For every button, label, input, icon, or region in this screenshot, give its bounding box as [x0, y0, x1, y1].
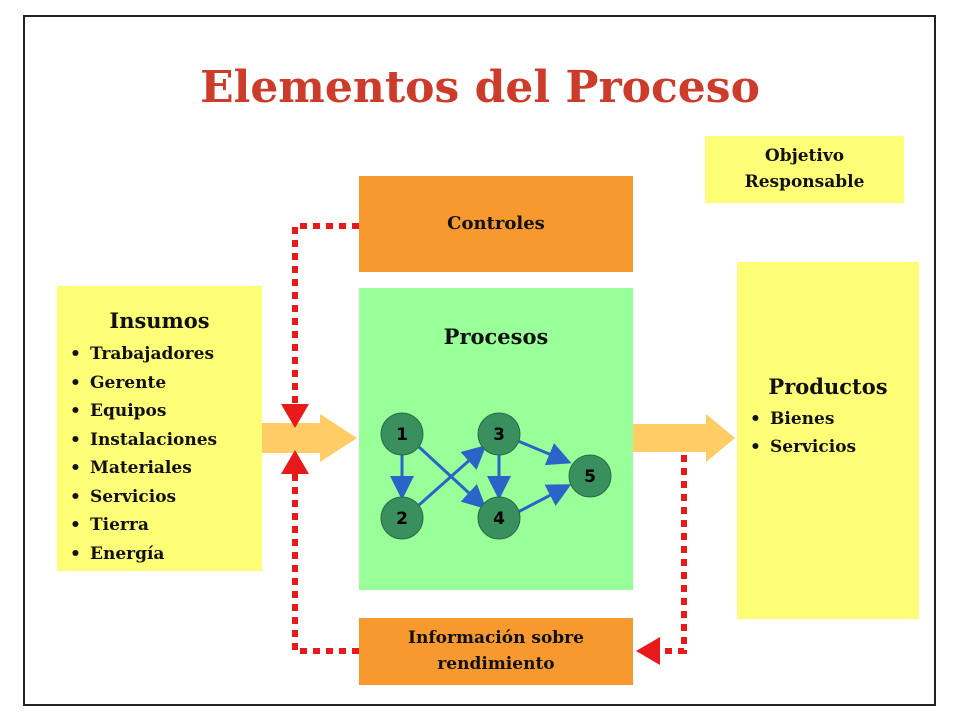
- slide-frame: [23, 15, 936, 706]
- procesos-title: Procesos: [443, 324, 549, 349]
- productos-title: Productos: [768, 374, 888, 399]
- insumos-item: Tierra: [70, 511, 217, 540]
- controles-box: Controles: [359, 176, 633, 272]
- insumos-item: Trabajadores: [70, 340, 217, 369]
- insumos-list: Trabajadores Gerente Equipos Instalacion…: [70, 340, 217, 568]
- page-title: Elementos del Proceso: [200, 62, 760, 113]
- down-arrow-icon: [281, 404, 309, 428]
- objetivo-responsable-box: Objetivo Responsable: [705, 136, 904, 203]
- node-label-3: 3: [493, 425, 505, 445]
- insumos-item: Gerente: [70, 369, 217, 398]
- node-label-1: 1: [396, 425, 408, 445]
- controles-feedback-loop: [281, 223, 359, 428]
- insumos-box: Insumos Trabajadores Gerente Equipos Ins…: [57, 286, 262, 571]
- process-node-5: 5: [568, 454, 612, 498]
- process-network-arrows: [390, 439, 572, 514]
- process-node-1: 1: [380, 412, 424, 456]
- process-node-2: 2: [380, 496, 424, 540]
- insumos-title: Insumos: [109, 308, 210, 333]
- up-arrow-icon: [281, 450, 309, 474]
- insumos-item: Instalaciones: [70, 426, 217, 455]
- informacion-label: Información sobre: [408, 628, 584, 648]
- arrow-4-to-5: [517, 484, 572, 514]
- productos-box: Productos Bienes Servicios: [737, 262, 919, 619]
- insumos-item: Energía: [70, 540, 217, 569]
- arrow-3-to-5: [517, 439, 572, 466]
- insumos-item: Equipos: [70, 397, 217, 426]
- insumos-item: Materiales: [70, 454, 217, 483]
- node-label-5: 5: [584, 467, 596, 487]
- productos-item: Servicios: [750, 433, 856, 461]
- productos-item: Bienes: [750, 405, 856, 433]
- controles-label: Controles: [447, 213, 545, 234]
- informacion-rendimiento-box: Información sobre rendimiento: [359, 618, 633, 685]
- input-flow-arrow: [262, 414, 357, 462]
- productos-feedback-loop: [636, 455, 687, 665]
- informacion-feedback-loop: [281, 450, 359, 654]
- productos-list: Bienes Servicios: [750, 405, 856, 461]
- rendimiento-label: rendimiento: [437, 654, 555, 674]
- output-flow-arrow: [633, 414, 735, 462]
- node-label-2: 2: [396, 509, 408, 529]
- arrow-2-to-3: [418, 445, 487, 507]
- objetivo-label: Objetivo: [764, 146, 845, 166]
- responsable-label: Responsable: [744, 172, 865, 192]
- insumos-item: Servicios: [70, 483, 217, 512]
- process-node-4: 4: [477, 496, 521, 540]
- left-arrow-icon: [636, 637, 660, 665]
- process-node-3: 3: [477, 412, 521, 456]
- node-label-4: 4: [493, 509, 505, 529]
